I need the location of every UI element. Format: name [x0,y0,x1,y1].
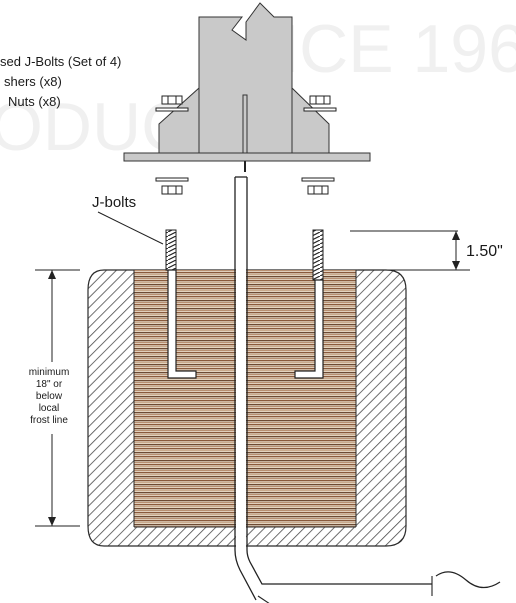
upper-nut-washer-left [155,95,189,112]
base-plate [123,152,371,162]
pole-base [123,2,371,172]
depth-note-line-1: minimum [29,367,70,378]
j-bolt-right [294,229,324,379]
upper-nut-washer-right [303,95,337,112]
lower-nut-washer-left [155,177,189,195]
depth-note-line-5: frost line [30,415,68,426]
watermark-line-1: NCE 196 [250,11,516,87]
depth-note-line-3: below [36,391,63,402]
depth-note-line-4: local [39,403,60,414]
depth-dimension: minimum 18" or below local frost line [29,269,80,527]
parts-list-item-jbolts: sed J-Bolts (Set of 4) [0,54,121,69]
parts-list: sed J-Bolts (Set of 4) shers (x8) Nuts (… [0,54,121,109]
projection-dimension: 1.50" [350,230,503,271]
jbolts-callout: J-bolts [92,194,164,245]
j-bolt-left [165,229,197,379]
parts-list-item-washers: shers (x8) [4,74,62,89]
projection-dimension-label: 1.50" [466,243,503,260]
conduit-pipe [234,176,501,603]
parts-list-item-nuts: Nuts (x8) [8,94,61,109]
depth-note: minimum 18" or below local frost line [29,367,70,426]
depth-note-line-2: 18" or [36,379,63,390]
lower-nut-washer-right [301,177,335,195]
jbolts-label: J-bolts [92,194,136,211]
